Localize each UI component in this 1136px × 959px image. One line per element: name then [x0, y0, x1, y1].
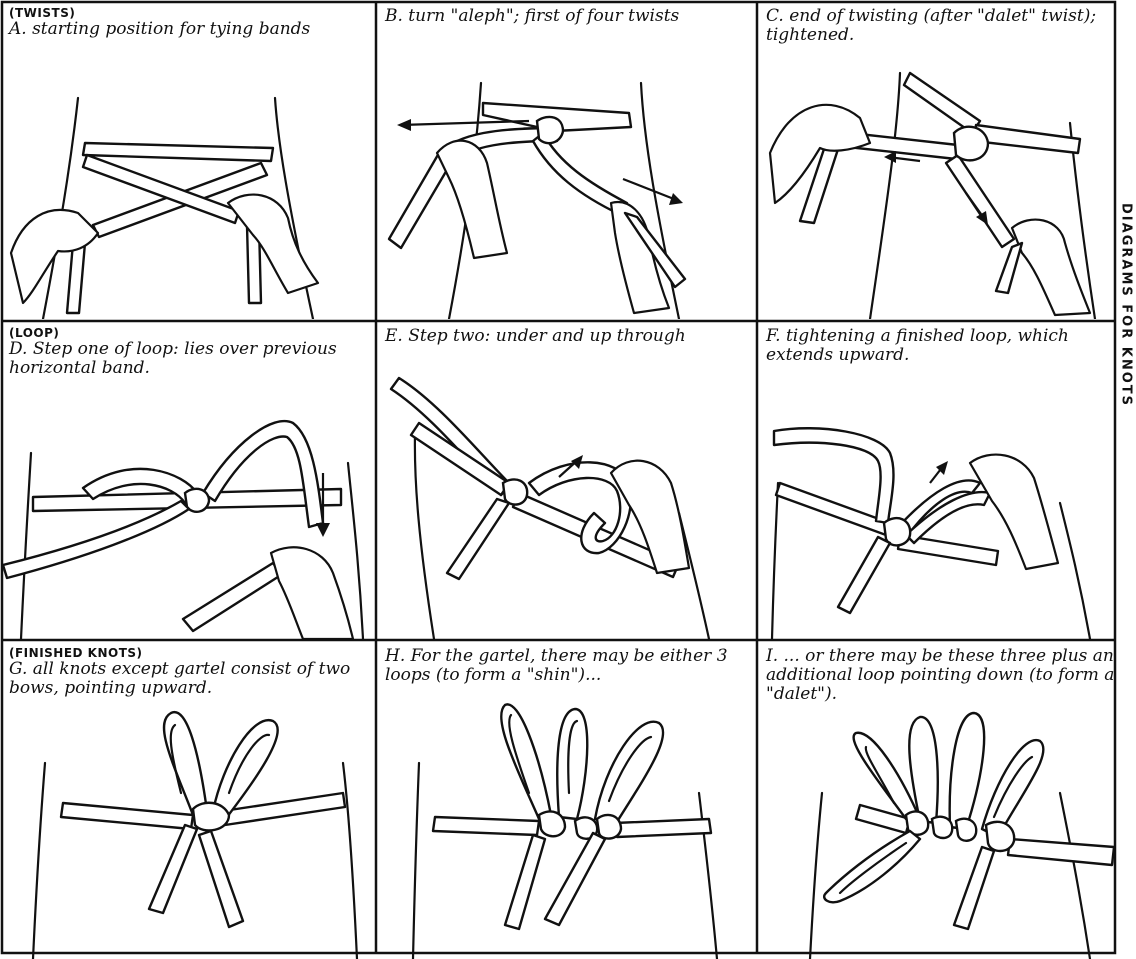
panel-e-illustration: [379, 323, 753, 639]
panel-a-illustration: [3, 3, 377, 319]
panel-d-loop-step-one: (LOOP) D. Step one of loop: lies over pr…: [3, 323, 377, 639]
panel-i-four-loops-dalet: I. ... or there may be these three plus …: [760, 643, 1134, 959]
panel-h-illustration: [379, 643, 753, 959]
panel-b-aleph-twist: B. turn "aleph"; first of four twists: [379, 3, 753, 319]
panel-c-end-of-twisting: C. end of twisting (after "dalet" twist)…: [760, 3, 1134, 319]
panel-c-illustration: [760, 3, 1134, 319]
panel-h-three-loops-shin: H. For the gartel, there may be either 3…: [379, 643, 753, 959]
panel-i-illustration: [760, 643, 1134, 959]
panel-b-illustration: [379, 3, 753, 319]
panel-d-illustration: [3, 323, 377, 639]
panel-f-tightening-loop: F. tightening a finished loop, which ext…: [760, 323, 1134, 639]
panel-g-illustration: [3, 643, 377, 959]
panel-a-starting-position: (TWISTS) A. starting position for tying …: [3, 3, 377, 319]
panel-g-finished-knot: (FINISHED KNOTS) G. all knots except gar…: [3, 643, 377, 959]
panel-e-loop-step-two: E. Step two: under and up through: [379, 323, 753, 639]
panel-f-illustration: [760, 323, 1134, 639]
